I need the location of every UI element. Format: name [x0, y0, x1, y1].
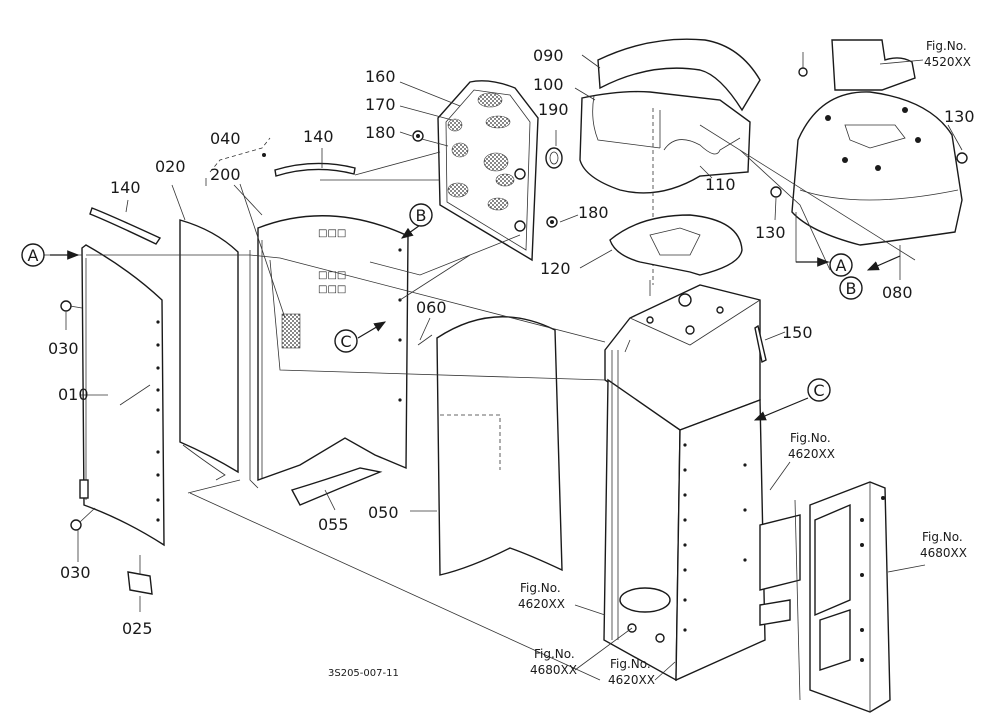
callout-c-mid-label: C [340, 332, 351, 351]
fig-4680-bottom-label: Fig.No. [534, 647, 575, 661]
insulation-020 [179, 219, 239, 474]
label-080: 080 [882, 283, 913, 302]
fig-4620-bottom-number: 4620XX [608, 673, 655, 687]
label-130-left: 130 [755, 223, 786, 242]
callout-c-mid: C [334, 329, 358, 353]
label-180-top: 180 [365, 123, 396, 142]
label-025: 025 [122, 619, 153, 638]
label-060: 060 [416, 298, 447, 317]
label-090: 090 [533, 46, 564, 65]
screw-130-right [956, 152, 968, 164]
fig-4620-left-number: 4620XX [518, 597, 565, 611]
callout-b-top: B [409, 203, 433, 227]
label-020: 020 [155, 157, 186, 176]
seal-strip-140-left [89, 207, 162, 245]
assembly-arrows [50, 217, 901, 421]
svg-text:□□□: □□□ [318, 270, 346, 281]
callout-a-right-label: A [836, 256, 847, 275]
label-050: 050 [368, 503, 399, 522]
svg-text:□□□: □□□ [318, 284, 346, 295]
label-200: 200 [210, 165, 241, 184]
callout-c-right-label: C [813, 381, 824, 400]
rear-panel-040: □□□ □□□ □□□ [249, 153, 409, 489]
fig-4520-label: Fig.No. [926, 39, 967, 53]
label-140-top: 140 [303, 127, 334, 146]
svg-text:□□□: □□□ [318, 228, 346, 239]
bracket-025 [127, 571, 153, 595]
screw-030-top [60, 300, 83, 312]
fig-4520-number: 4520XX [924, 55, 971, 69]
callout-a-left-label: A [28, 246, 39, 265]
fig-ref-4680-right: Fig.No. 4680XX [920, 530, 967, 560]
label-055: 055 [318, 515, 349, 534]
callout-b-right-label: B [846, 279, 857, 298]
seal-strip-140-top [274, 162, 356, 177]
label-180-right: 180 [578, 203, 609, 222]
label-100: 100 [533, 75, 564, 94]
label-030-top: 030 [48, 339, 79, 358]
front-panel-050 [436, 316, 563, 576]
screw-030-bottom [70, 507, 96, 531]
fig-4620-right-number: 4620XX [788, 447, 835, 461]
screw-180-right [546, 216, 558, 228]
label-010: 010 [58, 385, 89, 404]
callout-leaders [65, 54, 963, 681]
bracket-055 [290, 467, 383, 506]
callout-b-right: B [839, 276, 863, 300]
bracket-frame-4680 [794, 481, 891, 713]
label-170: 170 [365, 95, 396, 114]
label-150: 150 [782, 323, 813, 342]
screw-180-top [412, 130, 424, 142]
control-panel-160 [437, 80, 539, 262]
pipe-stub [831, 39, 916, 91]
fig-ref-4620-right: Fig.No. 4620XX [788, 431, 835, 461]
label-110: 110 [705, 175, 736, 194]
main-frame [603, 284, 801, 682]
callout-b-top-label: B [416, 206, 427, 225]
callout-a-left: A [21, 243, 45, 267]
plate-120 [609, 214, 743, 276]
screw-130-left [770, 186, 782, 198]
label-040: 040 [210, 129, 241, 148]
fig-4680-right-number: 4680XX [920, 546, 967, 560]
fig-4680-bottom-number: 4680XX [530, 663, 577, 677]
label-140-left: 140 [110, 178, 141, 197]
fig-ref-4620-bottom: Fig.No. 4620XX [608, 657, 655, 687]
top-cover-080 [791, 91, 963, 246]
fig-ref-4620-left: Fig.No. 4620XX [518, 581, 565, 611]
bolt-top [798, 52, 808, 77]
top-cover-090 [597, 38, 761, 112]
fig-ref-4680-bottom: Fig.No. 4680XX [530, 647, 577, 677]
fig-ref-4520: Fig.No. 4520XX [924, 39, 971, 69]
label-160: 160 [365, 67, 396, 86]
leader-lines [44, 110, 916, 681]
fig-4620-bottom-label: Fig.No. [610, 657, 651, 671]
label-130-right: 130 [944, 107, 975, 126]
fig-4620-left-label: Fig.No. [520, 581, 561, 595]
side-panel-010 [79, 244, 165, 547]
top-cover-100 [579, 90, 751, 194]
callout-c-right: C [807, 378, 831, 402]
part-number-labels: 010 020 025 030 030 040 050 055 060 080 … [48, 46, 975, 638]
fig-4620-right-label: Fig.No. [790, 431, 831, 445]
label-120: 120 [540, 259, 571, 278]
label-190: 190 [538, 100, 569, 119]
fig-4680-right-label: Fig.No. [922, 530, 963, 544]
label-030-bottom: 030 [60, 563, 91, 582]
rod-150 [754, 324, 767, 364]
callout-a-right: A [829, 253, 853, 277]
drawing-code: 3S205-007-11 [328, 668, 399, 679]
grommet-190 [545, 147, 563, 169]
